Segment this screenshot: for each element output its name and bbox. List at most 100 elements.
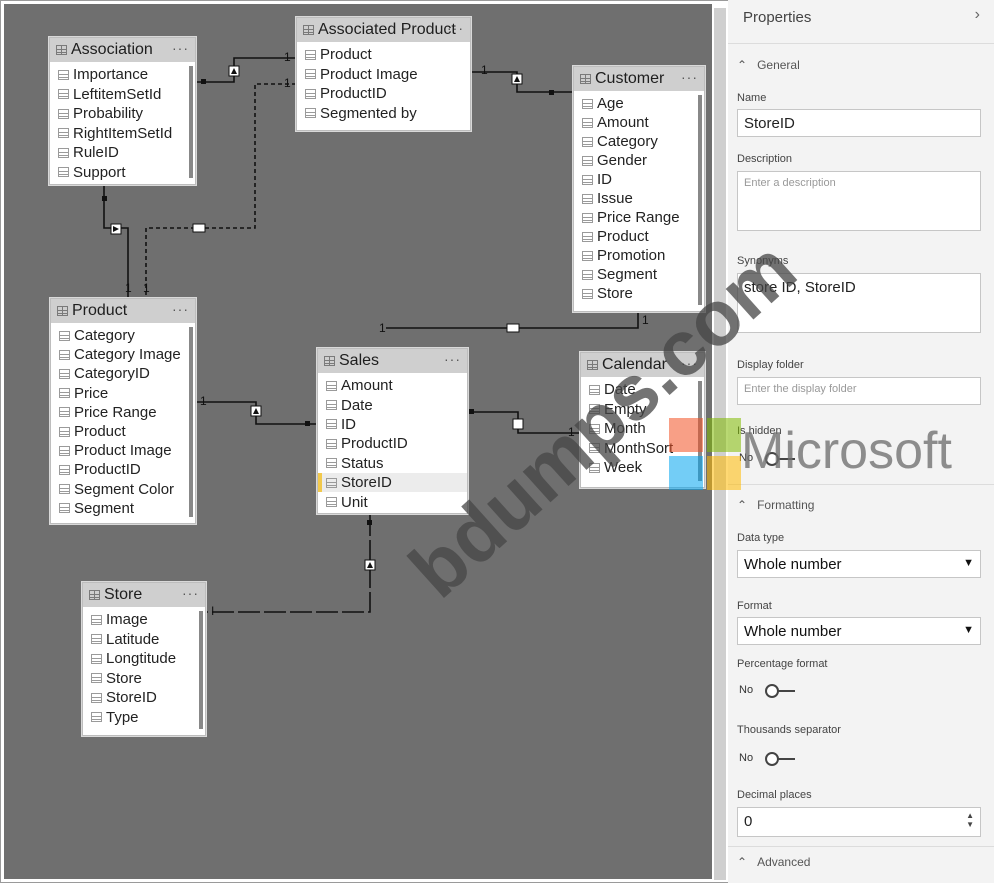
column-item[interactable]: ProductID xyxy=(318,434,467,453)
column-item[interactable]: RuleID xyxy=(50,143,195,163)
table-scrollbar[interactable] xyxy=(698,95,702,305)
table-header[interactable]: Sales··· xyxy=(318,349,467,373)
column-item[interactable]: Unit xyxy=(318,492,467,511)
table-header[interactable]: Store··· xyxy=(83,583,205,607)
column-name: Status xyxy=(341,454,384,472)
is-hidden-label: Is hidden xyxy=(737,425,782,437)
table-scrollbar[interactable] xyxy=(189,66,193,178)
more-options-icon[interactable]: ··· xyxy=(681,69,698,85)
more-options-icon[interactable]: ··· xyxy=(444,351,461,367)
column-item[interactable]: Issue xyxy=(574,189,704,208)
column-item[interactable]: Segment xyxy=(574,265,704,284)
column-item[interactable]: Segmented by xyxy=(297,104,470,124)
table-scrollbar[interactable] xyxy=(189,327,193,517)
column-item[interactable]: Store xyxy=(574,284,704,303)
column-item[interactable]: Product Image xyxy=(297,65,470,85)
column-item[interactable]: Category xyxy=(51,326,195,345)
is-hidden-toggle[interactable]: No xyxy=(739,452,797,466)
column-item[interactable]: Price Range xyxy=(51,403,195,422)
display-folder-field[interactable]: Enter the display folder xyxy=(737,377,981,405)
section-advanced[interactable]: ⌃Advanced xyxy=(737,855,810,869)
table-sales[interactable]: Sales··· Amount Date ID ProductID Status… xyxy=(317,348,468,514)
more-options-icon[interactable]: ··· xyxy=(681,355,698,371)
column-item[interactable]: Category Image xyxy=(51,345,195,364)
column-icon xyxy=(582,193,593,204)
table-associated-product[interactable]: Associated Product··· Product Product Im… xyxy=(296,17,471,131)
microsoft-watermark: Microsoft xyxy=(741,422,952,480)
column-item-selected[interactable]: StoreID xyxy=(318,472,467,493)
column-item[interactable]: Amount xyxy=(318,376,467,395)
description-field[interactable]: Enter a description xyxy=(737,171,981,231)
column-icon xyxy=(59,407,70,418)
column-item[interactable]: Segment Color xyxy=(51,480,195,499)
table-customer[interactable]: Customer··· Age Amount Category Gender I… xyxy=(573,66,705,312)
column-item[interactable]: Store xyxy=(83,669,205,689)
column-item[interactable]: Price xyxy=(51,384,195,403)
chevron-right-icon[interactable]: › xyxy=(974,6,980,23)
column-item[interactable]: Latitude xyxy=(83,630,205,650)
table-product[interactable]: Product··· Category Category Image Categ… xyxy=(50,298,196,524)
column-item[interactable]: Product xyxy=(297,45,470,65)
column-item[interactable]: Age xyxy=(574,94,704,113)
column-item[interactable]: Probability xyxy=(50,104,195,124)
column-item[interactable]: Empty xyxy=(581,400,704,420)
more-options-icon[interactable]: ··· xyxy=(172,40,189,56)
column-item[interactable]: Month xyxy=(581,419,704,439)
column-item[interactable]: LeftitemSetId xyxy=(50,85,195,105)
column-item[interactable]: StoreID xyxy=(83,688,205,708)
table-store[interactable]: Store··· Image Latitude Longtitude Store… xyxy=(82,582,206,736)
toggle-switch-icon[interactable] xyxy=(765,684,797,698)
table-header[interactable]: Association··· xyxy=(50,38,195,62)
data-type-select[interactable]: Whole number▼ xyxy=(737,550,981,578)
column-name: Price xyxy=(74,384,109,402)
decimal-places-field[interactable]: 0▲▼ xyxy=(737,807,981,837)
more-options-icon[interactable]: ··· xyxy=(447,20,464,36)
column-item[interactable]: Week xyxy=(581,458,704,478)
column-item[interactable]: RightItemSetId xyxy=(50,124,195,144)
table-header[interactable]: Associated Product··· xyxy=(297,18,470,42)
column-item[interactable]: Support xyxy=(50,163,195,183)
table-calendar[interactable]: Calendar··· Date Empty Month MonthSort W… xyxy=(580,352,705,488)
column-item[interactable]: ID xyxy=(574,170,704,189)
toggle-switch-icon[interactable] xyxy=(765,452,797,466)
column-item[interactable]: Importance xyxy=(50,65,195,85)
column-name: Segmented by xyxy=(320,104,417,122)
column-item[interactable]: Date xyxy=(581,380,704,400)
column-item[interactable]: Date xyxy=(318,395,467,414)
table-association[interactable]: Association··· Importance LeftitemSetId … xyxy=(49,37,196,185)
thousands-separator-toggle[interactable]: No xyxy=(739,752,797,766)
column-item[interactable]: Category xyxy=(574,132,704,151)
more-options-icon[interactable]: ··· xyxy=(182,585,199,601)
percentage-format-toggle[interactable]: No xyxy=(739,684,797,698)
column-item[interactable]: MonthSort xyxy=(581,439,704,459)
column-item[interactable]: CategoryID xyxy=(51,364,195,383)
section-formatting[interactable]: ⌃Formatting xyxy=(737,498,814,512)
column-item[interactable]: Image xyxy=(83,610,205,630)
column-item[interactable]: Product xyxy=(574,227,704,246)
table-header[interactable]: Calendar··· xyxy=(581,353,704,377)
table-header[interactable]: Customer··· xyxy=(574,67,704,91)
column-item[interactable]: ProductID xyxy=(51,460,195,479)
column-item[interactable]: ProductID xyxy=(297,84,470,104)
column-item[interactable]: Longtitude xyxy=(83,649,205,669)
column-item[interactable]: ID xyxy=(318,415,467,434)
column-item[interactable]: Type xyxy=(83,708,205,728)
column-item[interactable]: Segment xyxy=(51,499,195,518)
column-name: Product Image xyxy=(74,442,172,460)
column-item[interactable]: Amount xyxy=(574,113,704,132)
more-options-icon[interactable]: ··· xyxy=(172,301,189,317)
name-field[interactable]: StoreID xyxy=(737,109,981,137)
column-item[interactable]: Price Range xyxy=(574,208,704,227)
table-header[interactable]: Product··· xyxy=(51,299,195,323)
column-item[interactable]: Status xyxy=(318,454,467,473)
column-item[interactable]: Product Image xyxy=(51,441,195,460)
section-general[interactable]: ⌃General xyxy=(737,58,800,72)
toggle-switch-icon[interactable] xyxy=(765,752,797,766)
spinner-arrows-icon[interactable]: ▲▼ xyxy=(966,811,974,829)
column-item[interactable]: Gender xyxy=(574,151,704,170)
column-item[interactable]: Product xyxy=(51,422,195,441)
column-item[interactable]: Promotion xyxy=(574,246,704,265)
synonyms-field[interactable]: store ID, StoreID xyxy=(737,273,981,333)
format-select[interactable]: Whole number▼ xyxy=(737,617,981,645)
table-scrollbar[interactable] xyxy=(199,611,203,729)
